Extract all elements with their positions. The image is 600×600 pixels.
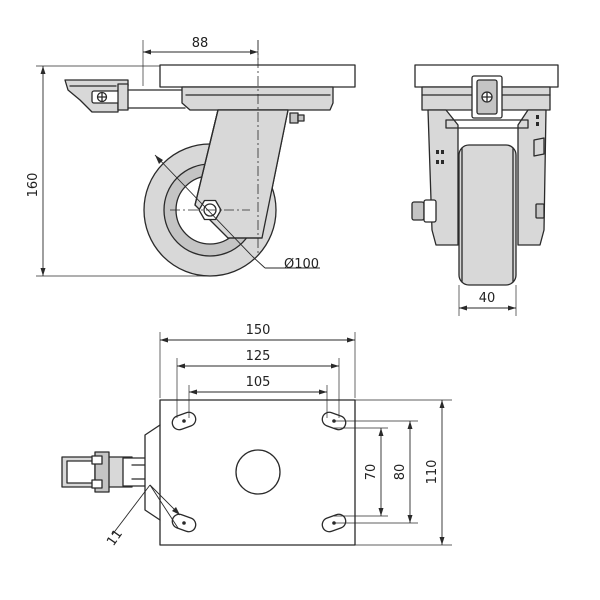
dim-105-label: 105 — [246, 375, 271, 390]
dim-125: 125 — [176, 349, 340, 418]
front-fork-left — [427, 109, 459, 246]
dim-150-label: 150 — [246, 323, 271, 338]
front-wheel — [458, 144, 517, 286]
front-fork-right — [517, 109, 547, 246]
dim-105: 105 — [188, 375, 328, 418]
plan-brake-pedal — [61, 451, 159, 493]
brake-lever — [64, 79, 186, 113]
mounting-slot-tl — [171, 411, 197, 431]
dim-diameter-100: Ø100 — [154, 154, 320, 272]
dim-160: 160 — [26, 65, 210, 277]
grease-nipple — [289, 112, 305, 124]
dim-88-label: 88 — [192, 36, 209, 51]
top-plate — [159, 64, 356, 88]
mounting-slot-bl — [171, 513, 197, 533]
dim-70: 70 — [334, 427, 388, 517]
center-hole — [235, 449, 281, 495]
dim-diameter-label: Ø100 — [284, 257, 319, 272]
dim-160-label: 160 — [26, 173, 41, 198]
dim-40-label: 40 — [479, 291, 496, 306]
dim-110-label: 110 — [425, 460, 440, 485]
side-wheel — [143, 109, 289, 277]
front-fork-marks — [436, 115, 545, 164]
dim-80: 80 — [334, 420, 418, 524]
swivel-housing — [181, 86, 334, 111]
dim-88: 88 — [142, 36, 259, 86]
dim-40: 40 — [458, 285, 517, 316]
front-axle — [411, 199, 545, 223]
dim-80-label: 80 — [393, 464, 408, 481]
dim-11-label: 11 — [104, 527, 126, 549]
dim-125-label: 125 — [246, 349, 271, 364]
front-brake-bracket — [471, 75, 503, 119]
front-view: 40 — [411, 64, 559, 316]
dim-110: 110 — [355, 399, 452, 546]
top-view: 150 125 105 110 — [61, 323, 452, 549]
side-view: 88 160 Ø100 — [26, 36, 356, 277]
dim-70-label: 70 — [364, 464, 379, 481]
dim-150: 150 — [159, 323, 356, 398]
